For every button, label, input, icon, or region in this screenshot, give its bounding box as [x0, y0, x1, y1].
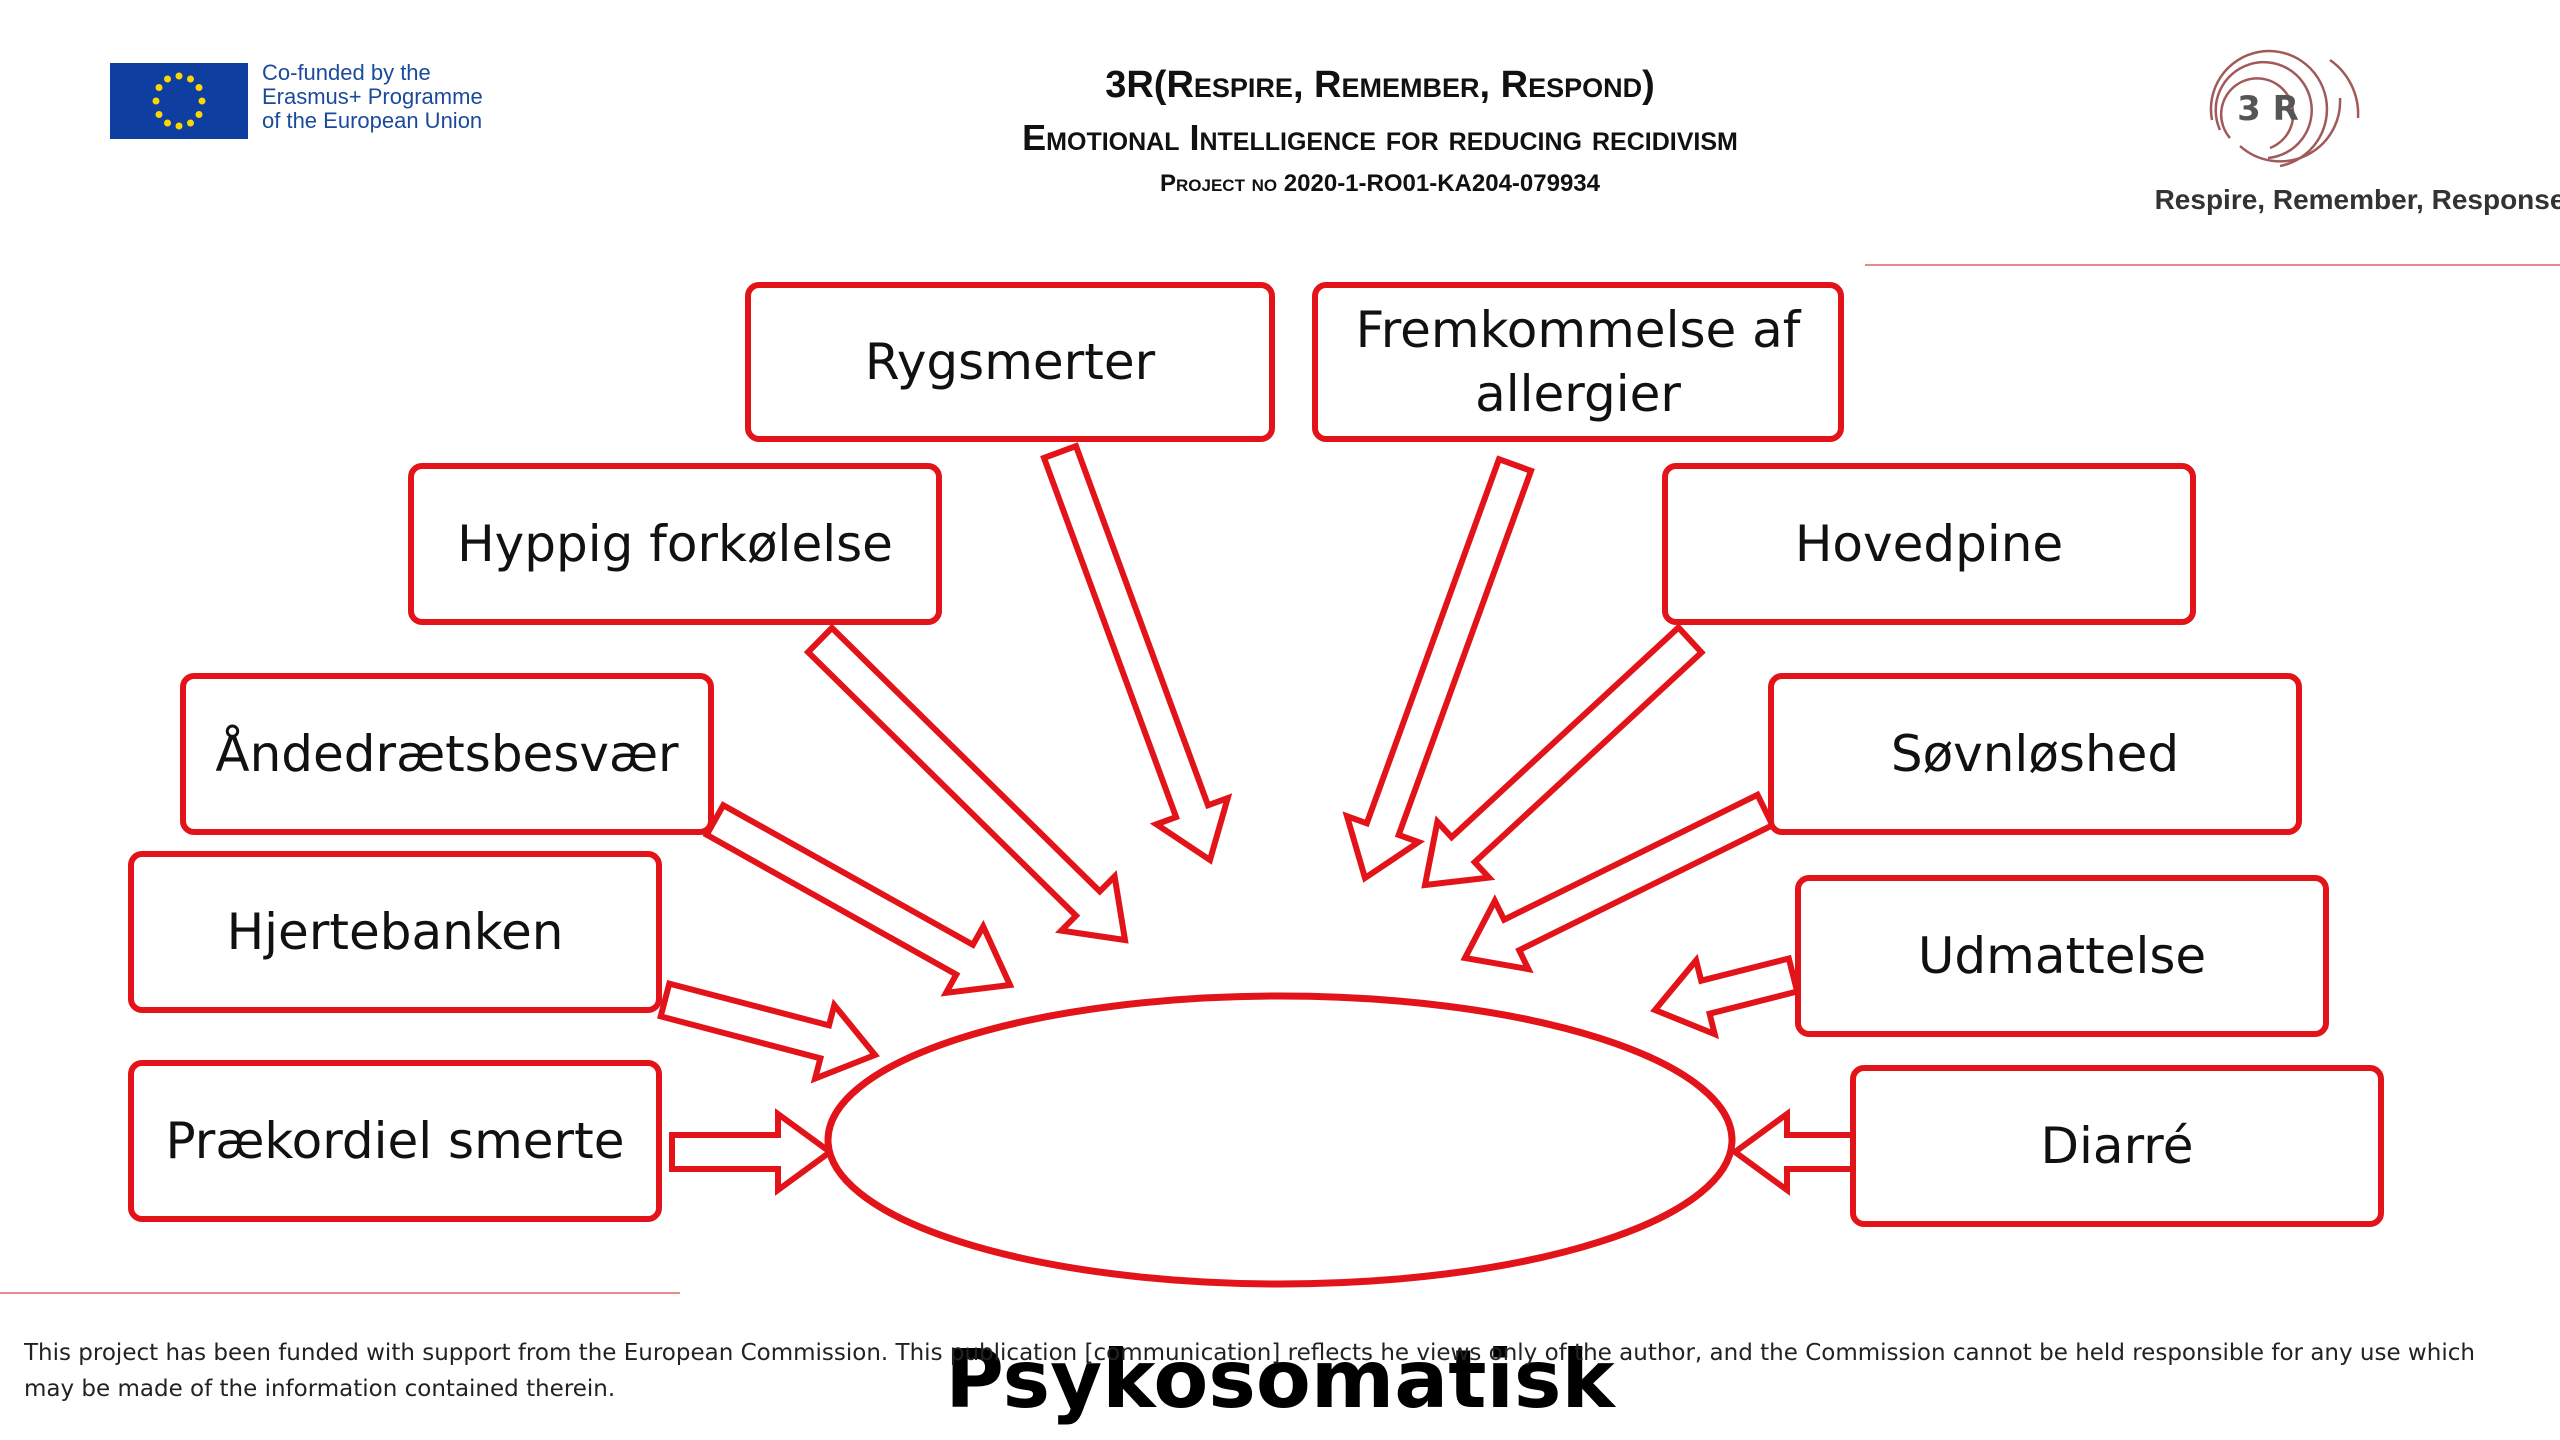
eu-cofunded-logo: Co-funded by the Erasmus+ Programme of t… [110, 61, 550, 139]
eu-logo-text: Co-funded by the Erasmus+ Programme of t… [262, 61, 562, 133]
logo-3r-caption: Respire, Remember, Response [2154, 184, 2560, 215]
eu-logo-line: Erasmus+ Programme [262, 84, 483, 109]
project-subtitle: Emotional Intelligence for reducing reci… [1022, 117, 1738, 158]
footer-disclaimer: This project has been funded with suppor… [24, 1340, 2475, 1402]
eu-logo-line: Co-funded by the [262, 60, 431, 85]
arrow-icon [702, 801, 1015, 997]
symptom-box: Diarré [1850, 1065, 2384, 1227]
footer-divider [0, 1292, 680, 1294]
center-ellipse [824, 992, 1736, 1288]
eu-logo-line: of the European Union [262, 108, 483, 133]
symptom-label: Hyppig forkølelse [457, 515, 893, 573]
symptom-label: Åndedrætsbesvær [215, 725, 679, 783]
symptom-box: Hovedpine [1662, 463, 2196, 625]
project-title: 3R(Respire, Remember, Respond) [1105, 64, 1655, 106]
symptom-label: Hjertebanken [226, 903, 564, 961]
arrow-icon [1040, 442, 1233, 865]
symptom-box: Rygsmerter [745, 282, 1275, 442]
symptom-box: Fremkommelse af allergier [1312, 282, 1844, 442]
symptom-label: Rygsmerter [864, 333, 1156, 391]
symptom-box: Hjertebanken [128, 851, 662, 1013]
arrow-icon [1421, 623, 1706, 889]
arrow-icon [1342, 455, 1535, 883]
symptom-label: Søvnløshed [1890, 725, 2180, 783]
psychosomatic-diagram: Psykosomatisk Rygsmerter Fremkommelse af… [0, 270, 2560, 1426]
arrow-icon [1729, 1108, 1856, 1196]
symptom-box: Hyppig forkølelse [408, 463, 942, 625]
center-label: Psykosomatisk [945, 1333, 1615, 1426]
symptom-box: Søvnløshed [1768, 673, 2302, 835]
logo-3r-rings-icon: 3 R [2209, 49, 2360, 168]
project-number: Project no 2020-1-RO01-KA204-079934 [1160, 170, 1600, 197]
logo-3r-mark: 3 R [2237, 89, 2299, 129]
symptom-label: Hovedpine [1794, 515, 2064, 573]
arrow-icon [657, 979, 880, 1084]
arrow-icon [669, 1108, 836, 1196]
symptom-label: Prækordiel smerte [165, 1112, 625, 1170]
arrow-icon [1650, 953, 1801, 1040]
header-divider [1865, 264, 2560, 266]
arrow-icon [1460, 790, 1777, 974]
symptom-box: Prækordiel smerte [128, 1060, 662, 1222]
symptom-box: Udmattelse [1795, 875, 2329, 1037]
symptom-label: Udmattelse [1917, 927, 2207, 985]
symptom-label: Diarré [2040, 1117, 2194, 1175]
logo-3r: 3 R Respire, Remember, Response [2155, 38, 2560, 228]
eu-flag-icon [110, 63, 248, 139]
symptom-box: Åndedrætsbesvær [180, 673, 714, 835]
symptom-label: Fremkommelse af allergier [1355, 301, 1801, 423]
title-block: 3R(Respire, Remember, Respond) Emotional… [700, 60, 2060, 202]
arrow-icon [803, 623, 1129, 944]
diagram-arrows-layer [657, 442, 1856, 1288]
